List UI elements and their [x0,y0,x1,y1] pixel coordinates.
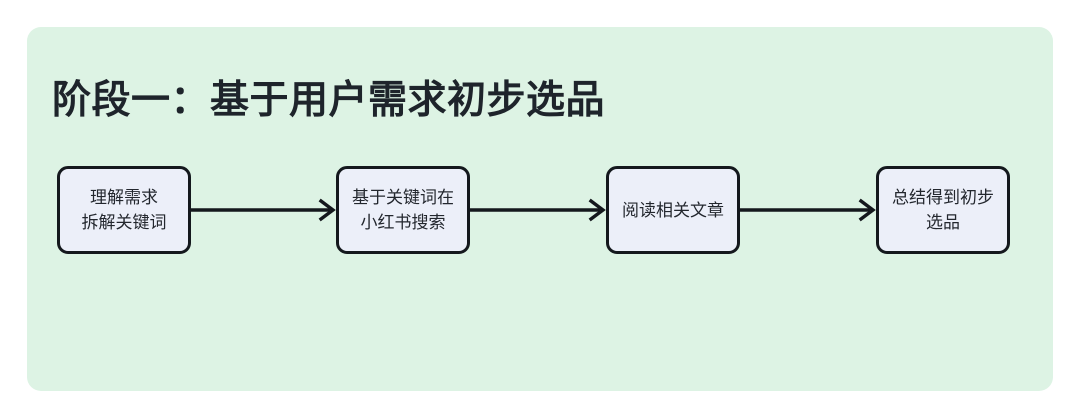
flow-node-1-line-1: 理解需求 [90,188,158,207]
flow-node-2-line-1: 基于关键词在 [352,188,454,207]
arrow-right-icon-1 [190,198,337,222]
arrow-right-icon-3 [740,198,877,222]
flow-node-1-line-2: 拆解关键词 [81,213,167,232]
flow-node-3[interactable]: 阅读相关文章 [606,166,740,254]
arrow-right-icon-2 [470,198,607,222]
flow-node-4-line-2: 选品 [926,213,960,232]
flow-node-3-line-1: 阅读相关文章 [622,200,724,220]
page-title: 阶段一：基于用户需求初步选品 [52,79,606,122]
flow-node-2-line-2: 小红书搜索 [360,213,446,232]
flow-node-4-line-1: 总结得到初步 [892,188,994,207]
flow-node-4[interactable]: 总结得到初步 选品 [876,166,1010,254]
flow-node-1[interactable]: 理解需求 拆解关键词 [57,166,191,254]
flow-node-2[interactable]: 基于关键词在 小红书搜索 [336,166,470,254]
